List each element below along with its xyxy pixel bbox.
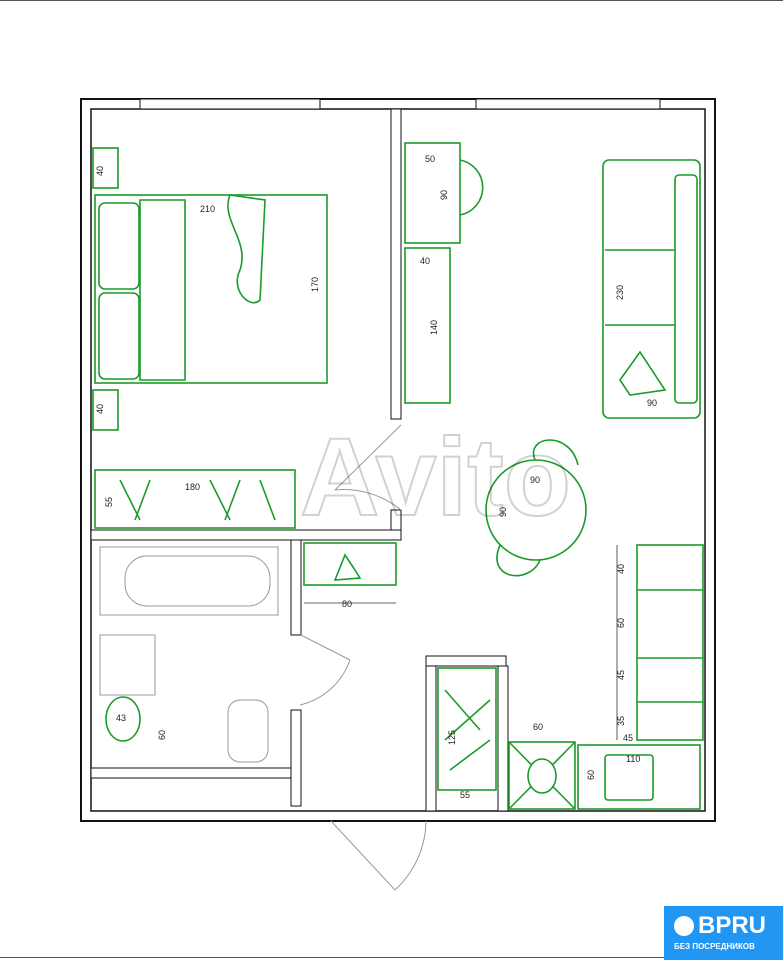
dim-label: 60 xyxy=(533,722,543,732)
window-bedroom xyxy=(139,98,321,110)
dim-label: 40 xyxy=(95,166,105,176)
dim-label: 170 xyxy=(310,277,320,292)
dim-label: 35 xyxy=(616,716,626,726)
blanket xyxy=(139,199,186,381)
dining-table xyxy=(485,459,587,561)
pillow xyxy=(98,202,140,290)
washbasin xyxy=(99,634,156,696)
dim-label: 43 xyxy=(116,713,126,723)
partition-wall xyxy=(425,665,437,812)
bottom-border xyxy=(0,957,664,958)
window-living xyxy=(475,98,661,110)
partition-wall xyxy=(290,539,302,636)
partition-wall xyxy=(290,709,302,807)
dim-label: 45 xyxy=(623,733,633,743)
nightstand xyxy=(92,389,119,431)
shoe-icon xyxy=(333,553,362,581)
dim-label: 55 xyxy=(104,497,114,507)
dim-label: 60 xyxy=(616,618,626,628)
bpru-logo[interactable]: BPRU БЕЗ ПОСРЕДНИКОВ xyxy=(664,906,783,960)
dim-label: 140 xyxy=(429,320,439,335)
dim-label: 110 xyxy=(626,754,640,764)
partition-wall xyxy=(390,108,402,420)
dim-label: 60 xyxy=(586,770,596,780)
dim-label: 90 xyxy=(530,475,540,485)
top-border xyxy=(0,0,783,1)
burner-icon xyxy=(527,758,557,794)
dim-label: 55 xyxy=(460,790,470,800)
dim-label: 90 xyxy=(647,398,657,408)
dim-label: 60 xyxy=(157,730,167,740)
door-bedroom[interactable] xyxy=(334,424,402,511)
pillow xyxy=(619,350,667,396)
partition-wall xyxy=(90,767,292,779)
partition-wall xyxy=(497,665,509,812)
sofa-cushions xyxy=(605,249,675,326)
nightstand xyxy=(92,147,119,189)
dim-label: 180 xyxy=(185,482,200,492)
dim-label: 40 xyxy=(616,564,626,574)
bathtub xyxy=(99,546,279,616)
sofa-back xyxy=(674,174,698,404)
dim-label: 210 xyxy=(200,204,215,214)
chairs xyxy=(496,439,579,577)
shelf xyxy=(404,247,451,404)
toilet xyxy=(227,699,269,763)
kitchen-sink xyxy=(604,754,654,801)
logo-subtitle: БЕЗ ПОСРЕДНИКОВ xyxy=(674,942,755,951)
dim-label: 80 xyxy=(342,599,352,609)
dim-label: 40 xyxy=(95,404,105,414)
desk xyxy=(404,142,461,244)
closet xyxy=(437,667,497,791)
cabinet-dividers xyxy=(637,589,703,703)
dim-label: 45 xyxy=(616,670,626,680)
logo-title: BPRU xyxy=(698,912,767,939)
hangers xyxy=(444,689,491,771)
wardrobe xyxy=(94,469,296,529)
hangers xyxy=(119,479,276,521)
partition-wall xyxy=(90,529,402,541)
people-icon xyxy=(674,916,694,936)
dim-label: 90 xyxy=(498,507,508,517)
dim-label: 40 xyxy=(420,256,430,266)
kitchen-cabinets xyxy=(636,544,704,741)
clothes xyxy=(227,194,266,304)
partition-wall xyxy=(425,655,507,667)
dim-label: 90 xyxy=(439,190,449,200)
dim-label: 230 xyxy=(615,285,625,300)
door-bathroom[interactable] xyxy=(299,634,351,706)
door-entrance[interactable] xyxy=(330,820,427,891)
chair xyxy=(459,159,484,216)
bathtub-basin xyxy=(124,555,271,607)
partition-wall xyxy=(390,509,402,531)
dim-label: 50 xyxy=(425,154,435,164)
pillow xyxy=(98,292,140,380)
dim-label: 125 xyxy=(447,730,457,745)
washing-machine xyxy=(105,696,141,742)
